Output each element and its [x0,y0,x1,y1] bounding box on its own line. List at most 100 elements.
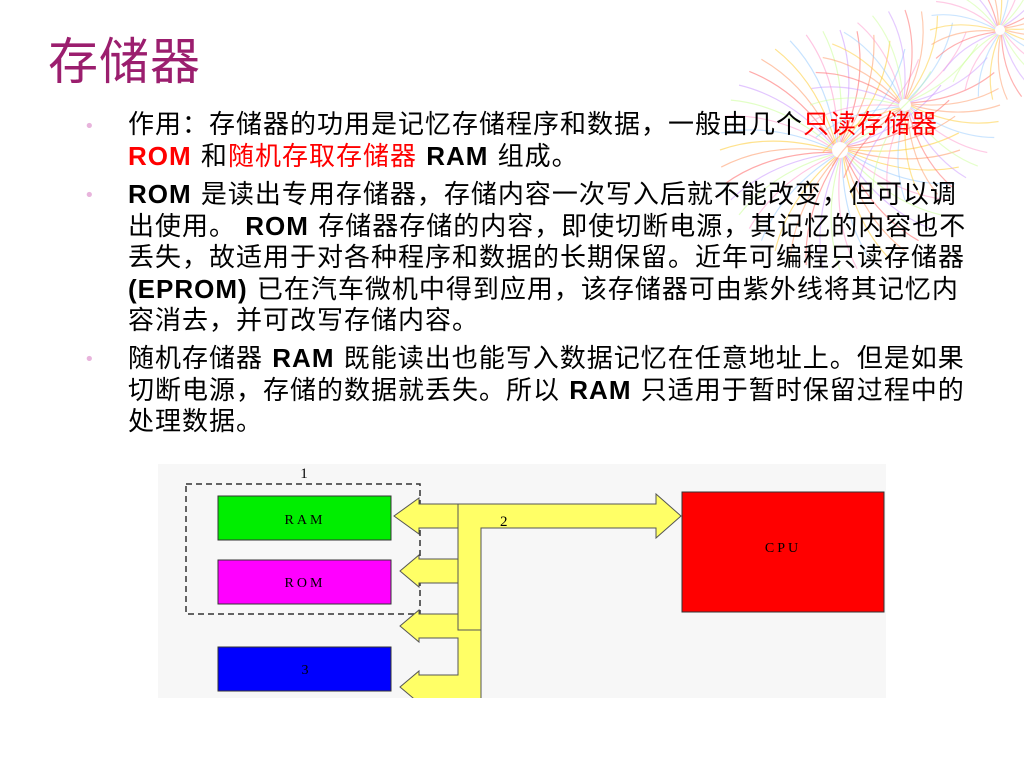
firework-ray [979,0,998,27]
firework-ray [997,34,1008,100]
text-segment: 已在汽车微机中得到应用，该存储器可由紫外线将其记忆内容消去，并可改写存储内容。 [128,275,959,336]
firework-ray [952,33,997,83]
firework-ray [906,110,938,195]
firework-ray [987,0,999,26]
bus-ram-arrow [393,497,459,535]
firework-ray [811,86,900,105]
text-segment: 只读存储器 [803,110,939,140]
firework-ray [822,107,900,153]
firework-ray [841,34,875,143]
text-segment: 是读出专用存储器，存储内容一次写入后就不能改变，但可以调出使用。 [128,180,957,242]
text-segment: RAM [569,375,632,405]
firework-ray [1000,34,1023,97]
rom-block [217,559,392,605]
firework-ray [748,154,835,229]
memory-group-frame [185,483,421,615]
firework-ray [964,33,998,91]
firework-ray [910,57,988,103]
firework-ray [1003,17,1024,28]
firework-ray [832,43,901,102]
ram-block [217,495,392,541]
firework-ray [738,153,834,216]
firework-ray [846,152,950,201]
cpu-label: CPU [765,541,801,556]
firework-ray [760,155,836,241]
firework-ray [1001,34,1024,81]
firework-ray [909,108,978,167]
firework-ray [805,157,839,266]
text-segment: ROM [245,211,309,241]
firework-ray [977,34,999,97]
text-segment: ROM [128,179,192,209]
firework-ray [897,110,906,201]
firework-ray [843,48,906,144]
block-3 [217,646,392,692]
firework-ray [910,104,1001,113]
firework-ray [910,72,995,104]
bullet-text: 随机存储器 RAM 既能读出也能写入数据记忆在任意地址上。但是如果切断电源，存储… [128,343,982,438]
slide-title: 存储器 [48,33,201,91]
bullet-list: • 作用：存储器的功用是记忆存储程序和数据，一般由几个只读存储器 ROM 和随机… [82,110,982,444]
firework-ray [839,29,850,143]
firework-ray [822,30,842,143]
firework-ray [749,70,835,146]
text-segment: (EPROM) [128,274,248,304]
firework-ray [738,84,834,147]
memory-diagram: 1 2 RAM ROM 3 CPU [158,464,886,698]
text-segment: 作用：存储器的功用是记忆存储程序和数据，一般由几个 [128,110,804,140]
firework-ray [720,148,833,168]
firework-ray [999,0,1009,26]
firework-ray [846,84,942,147]
firework-ray [841,157,875,266]
firework-ray [857,22,903,100]
bullet-item: • ROM 是读出专用存储器，存储内容一次写入后就不能改变，但可以调出使用。 R… [82,179,982,337]
firework-ray [989,34,1001,100]
firework-ray [904,9,913,100]
firework-ray [908,109,967,179]
firework-ray [931,14,996,30]
firework-ray [929,24,996,31]
firework-ray [1003,32,1024,55]
bullet-text: 作用：存储器的功用是记忆存储程序和数据，一般由几个只读存储器 ROM 和随机存取… [128,110,982,173]
firework-ray [830,157,841,271]
firework-ray [856,109,903,188]
firework-ray [819,157,840,269]
firework-ray [935,31,996,59]
ram-label: RAM [285,513,326,528]
firework-ray [847,150,959,171]
firework-ray [907,22,954,101]
firework-ray [1004,23,1024,29]
firework-ray [1001,0,1016,26]
text-segment: ROM [128,141,192,171]
firework-ray [842,40,891,144]
text-segment: 和 [191,142,228,172]
firework-ray [909,107,988,154]
bullet-dot-icon: • [84,349,95,370]
firework-ray [872,15,904,100]
firework-ray [910,87,999,106]
firework-ray [998,0,1003,26]
firework-ray [1004,28,1024,30]
firework-ray [1004,29,1024,35]
firework-ray [910,106,995,139]
firework-ray [1002,0,1024,27]
firework-ray [815,71,900,104]
bus-label: 2 [500,514,508,530]
firework-ray [761,58,836,145]
text-segment: 随机存取存储器 [227,142,427,172]
firework-ray [886,110,905,199]
firework-ray [1004,30,1024,41]
firework-ray [910,105,999,124]
firework-ray [904,110,923,199]
rom-label: ROM [285,576,326,591]
firework-ray [906,15,939,100]
text-segment: 存储器存储的内容，即使切断电源，其记忆的内容也不丢失，故适用于对各种程序和数据的… [128,212,967,273]
firework-ray [909,43,979,102]
firework-ray [1003,9,1024,27]
firework-ray [907,110,953,188]
firework-ray [1004,31,1024,47]
bullet-item: • 作用：存储器的功用是记忆存储程序和数据，一般由几个只读存储器 ROM 和随机… [82,110,982,173]
firework-ray [838,157,858,270]
bullet-item: • 随机存储器 RAM 既能读出也能写入数据记忆在任意地址上。但是如果切断电源，… [82,343,982,438]
